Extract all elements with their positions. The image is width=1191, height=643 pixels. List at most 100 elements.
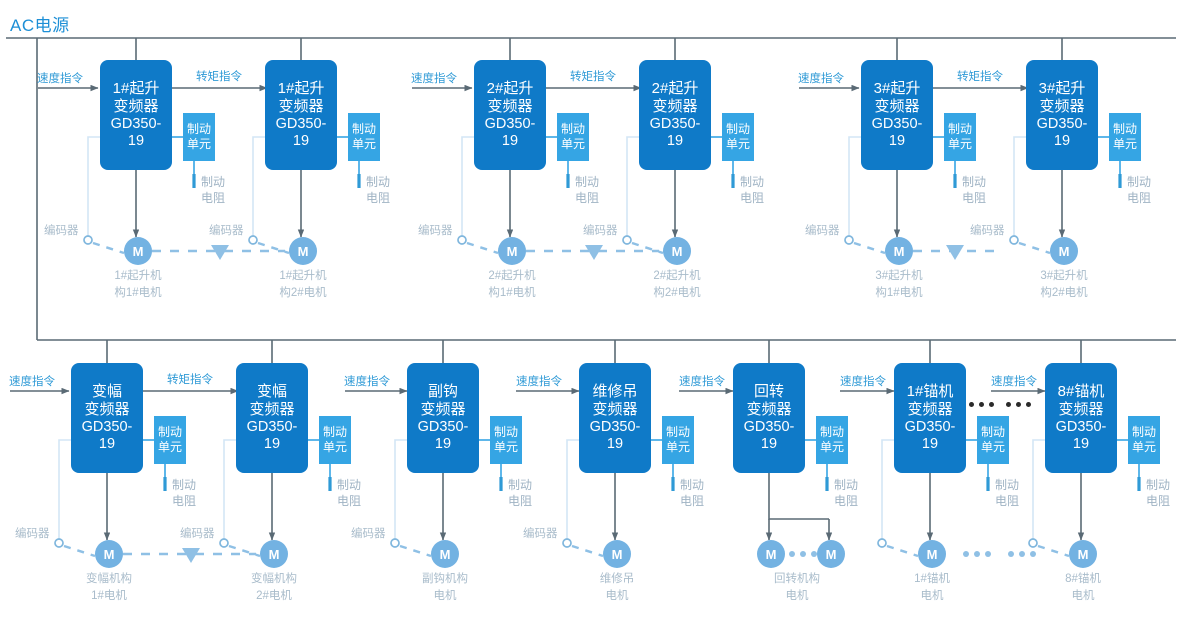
- motor-caption-line1: 3#起升机: [875, 270, 923, 282]
- brake-resistor-luffing-1: 制动 电阻: [172, 478, 196, 509]
- brake-unit-hoist1-master[interactable]: 制动 单元: [183, 113, 215, 161]
- brake-unit-line2: 单元: [1131, 440, 1156, 454]
- motor-caption-line2: 构2#电机: [1040, 286, 1088, 299]
- brake-unit-service-crane[interactable]: 制动 单元: [662, 416, 694, 464]
- inverter-title-line2: 变频器: [278, 97, 324, 115]
- brake-unit-line2: 单元: [560, 137, 585, 151]
- inverter-model-line2: 19: [434, 435, 452, 452]
- inverter-luffing-2[interactable]: 变幅 变频器 GD350- 19: [236, 363, 308, 473]
- brake-unit-slewing[interactable]: 制动 单元: [816, 416, 848, 464]
- anchor-drive-ellipsis-b: [1006, 402, 1031, 407]
- torque-command-label: 转矩指令: [167, 374, 213, 386]
- brake-resistor-line2: 电阻: [508, 493, 533, 508]
- ac-power-label: AC电源: [10, 16, 70, 35]
- brake-resistor-hoist1-master: 制动 电阻: [201, 175, 225, 206]
- brake-unit-line1: 制动: [725, 122, 750, 136]
- motor-caption-line2: 电机: [1071, 589, 1095, 602]
- motor-caption-line1: 1#锚机: [914, 573, 950, 585]
- brake-unit-line2: 单元: [980, 440, 1005, 454]
- inverter-luffing-1[interactable]: 变幅 变频器 GD350- 19: [71, 363, 143, 473]
- inverter-model-line2: 19: [127, 132, 145, 149]
- speed-command-label: 速度指令: [991, 376, 1037, 388]
- motor-caption-line1: 回转机构: [774, 573, 820, 585]
- inverter-title-line2: 变频器: [113, 97, 159, 115]
- brake-unit-anchor-winch-1[interactable]: 制动 单元: [977, 416, 1009, 464]
- motor-glyph: M: [297, 243, 309, 259]
- brake-unit-line1: 制动: [665, 425, 690, 439]
- motor-anchor-winch-8: M: [1069, 540, 1097, 568]
- inverter-title-line1: 3#起升: [1038, 80, 1086, 98]
- motor-glyph: M: [926, 546, 938, 562]
- motor-caption-line2: 电机: [433, 589, 457, 602]
- brake-unit-line2: 单元: [322, 440, 347, 454]
- inverter-model-line2: 19: [292, 132, 310, 149]
- inverter-title-line1: 回转: [753, 383, 784, 401]
- inverter-hoist2-master[interactable]: 2#起升 变频器 GD350- 19: [474, 60, 546, 170]
- inverter-title-line2: 变频器: [487, 97, 533, 115]
- inverter-hoist3-slave[interactable]: 3#起升 变频器 GD350- 19: [1026, 60, 1098, 170]
- motor-glyph: M: [268, 546, 280, 562]
- brake-resistor-hoist3-slave: 制动 电阻: [1127, 175, 1151, 206]
- brake-unit-line1: 制动: [157, 425, 182, 439]
- motor-slewing-n: M: [817, 540, 845, 568]
- encoder-label-luffing-1: 编码器: [15, 528, 50, 540]
- motor-caption-line1: 2#起升机: [488, 270, 536, 282]
- inverter-hoist1-master[interactable]: 1#起升 变频器 GD350- 19: [100, 60, 172, 170]
- inverter-model-line1: GD350-: [1036, 115, 1088, 132]
- brake-resistor-line2: 电阻: [995, 493, 1020, 508]
- inverter-model-line2: 19: [760, 435, 778, 452]
- inverter-anchor-winch-8[interactable]: 8#锚机 变频器 GD350- 19: [1045, 363, 1117, 473]
- brake-resistor-line1: 制动: [172, 478, 197, 492]
- brake-resistor-line2: 电阻: [575, 190, 600, 205]
- brake-resistor-hoist1-slave: 制动 电阻: [366, 175, 390, 206]
- motor-caption-hoist2-2: 2#起升机 构2#电机: [653, 268, 700, 301]
- motor-caption-line1: 副钩机构: [422, 573, 468, 585]
- brake-unit-anchor-winch-8[interactable]: 制动 单元: [1128, 416, 1160, 464]
- inverter-title-line1: 1#起升: [277, 80, 325, 98]
- brake-resistor-line1: 制动: [680, 478, 705, 492]
- brake-unit-hoist3-master[interactable]: 制动 单元: [944, 113, 976, 161]
- brake-resistor-line2: 电阻: [1146, 493, 1171, 508]
- inverter-hoist3-master[interactable]: 3#起升 变频器 GD350- 19: [861, 60, 933, 170]
- brake-unit-luffing-1[interactable]: 制动 单元: [154, 416, 186, 464]
- inverter-model-line1: GD350-: [275, 115, 327, 132]
- inverter-title-line1: 变幅: [91, 383, 122, 401]
- motor-caption-line1: 维修吊: [599, 573, 635, 585]
- brake-resistor-line1: 制动: [366, 175, 391, 189]
- brake-unit-line1: 制动: [322, 425, 347, 439]
- speed-command-label: 速度指令: [344, 376, 390, 388]
- brake-resistor-line2: 电阻: [337, 493, 362, 508]
- brake-unit-hoist2-master[interactable]: 制动 单元: [557, 113, 589, 161]
- speed-command-label: 速度指令: [679, 376, 725, 388]
- motor-caption-service-crane: 维修吊 电机: [600, 571, 635, 604]
- brake-resistor-anchor-winch-8: 制动 电阻: [1146, 478, 1170, 509]
- brake-unit-hoist2-slave[interactable]: 制动 单元: [722, 113, 754, 161]
- brake-unit-aux-hook[interactable]: 制动 单元: [490, 416, 522, 464]
- speed-command-label: 速度指令: [37, 73, 83, 85]
- inverter-title-line1: 1#起升: [112, 80, 160, 98]
- brake-unit-line1: 制动: [493, 425, 518, 439]
- inverter-aux-hook[interactable]: 副钩 变频器 GD350- 19: [407, 363, 479, 473]
- anchor-motor-ellipsis-b: [1008, 551, 1036, 557]
- motor-glyph: M: [611, 546, 623, 562]
- inverter-service-crane[interactable]: 维修吊 变频器 GD350- 19: [579, 363, 651, 473]
- inverter-model-line1: GD350-: [649, 115, 701, 132]
- motor-glyph: M: [506, 243, 518, 259]
- brake-unit-hoist3-slave[interactable]: 制动 单元: [1109, 113, 1141, 161]
- inverter-hoist1-slave[interactable]: 1#起升 变频器 GD350- 19: [265, 60, 337, 170]
- brake-resistor-line1: 制动: [1127, 175, 1152, 189]
- inverter-hoist2-slave[interactable]: 2#起升 变频器 GD350- 19: [639, 60, 711, 170]
- motor-caption-hoist2-1: 2#起升机 构1#电机: [488, 268, 535, 301]
- speed-command-label: 速度指令: [9, 376, 55, 388]
- brake-unit-luffing-2[interactable]: 制动 单元: [319, 416, 351, 464]
- inverter-anchor-winch-1[interactable]: 1#锚机 变频器 GD350- 19: [894, 363, 966, 473]
- inverter-model-line2: 19: [921, 435, 939, 452]
- brake-unit-line2: 单元: [665, 440, 690, 454]
- brake-unit-hoist1-slave[interactable]: 制动 单元: [348, 113, 380, 161]
- inverter-slewing[interactable]: 回转 变频器 GD350- 19: [733, 363, 805, 473]
- brake-unit-line2: 单元: [947, 137, 972, 151]
- motor-caption-anchor-winch-1: 1#锚机 电机: [914, 571, 950, 604]
- motor-glyph: M: [765, 546, 777, 562]
